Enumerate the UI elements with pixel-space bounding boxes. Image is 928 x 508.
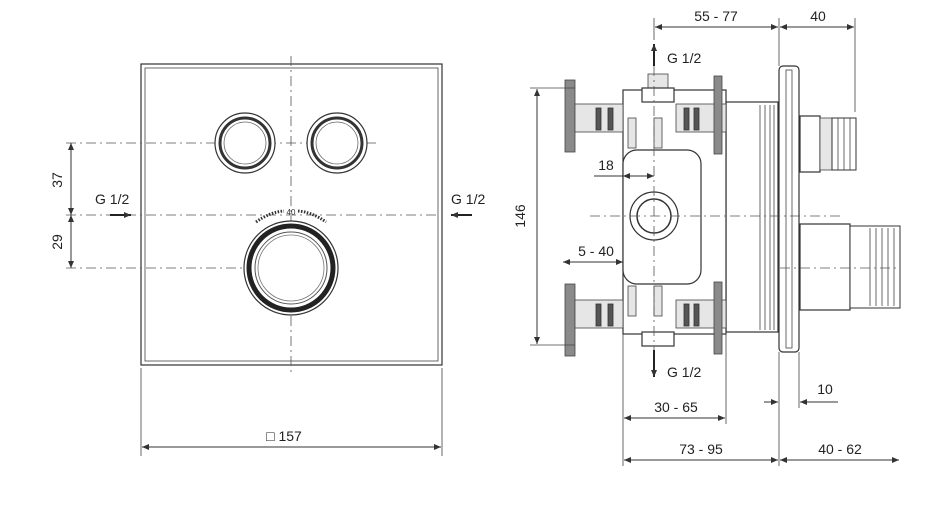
cartridge-bottom <box>799 223 901 311</box>
dial-mark-label: 40 <box>287 208 296 217</box>
thread-label-left: G 1/2 <box>95 191 129 207</box>
dimension-157: □ 157 <box>266 428 302 444</box>
connection-top <box>564 73 727 155</box>
dimension-37: 37 <box>49 172 65 188</box>
cartridge-top <box>799 115 857 173</box>
wall-flange <box>778 65 800 353</box>
dial-scale: 40 <box>255 208 327 224</box>
side-view: G 1/2 G 1/2 146 55 - 77 40 18 5 - 40 30 … <box>512 8 901 466</box>
dimension-18: 18 <box>598 157 614 173</box>
dimension-5-40: 5 - 40 <box>578 243 614 259</box>
dimension-40: 40 <box>810 8 826 24</box>
cover-plate-inner-edge <box>144 67 439 362</box>
dimension-55-77: 55 - 77 <box>694 8 738 24</box>
thread-label-top: G 1/2 <box>667 50 701 66</box>
valve-housing <box>725 101 779 333</box>
push-button-right <box>306 112 368 174</box>
housing-ribs <box>759 105 775 330</box>
dimension-40-62: 40 - 62 <box>818 441 862 457</box>
dimension-146: 146 <box>512 204 528 228</box>
connection-bottom <box>564 281 727 357</box>
dimension-73-95: 73 - 95 <box>679 441 723 457</box>
dimension-10: 10 <box>817 381 833 397</box>
thread-label-bottom: G 1/2 <box>667 364 701 380</box>
thermostat-dial <box>243 220 339 316</box>
front-view: 40 G 1/2 G 1/2 37 29 □ 157 <box>49 56 485 456</box>
thread-label-right: G 1/2 <box>451 191 485 207</box>
push-button-left <box>214 112 276 174</box>
dimension-30-65: 30 - 65 <box>654 399 698 415</box>
dimension-29: 29 <box>49 234 65 250</box>
flange-edge <box>785 69 793 349</box>
